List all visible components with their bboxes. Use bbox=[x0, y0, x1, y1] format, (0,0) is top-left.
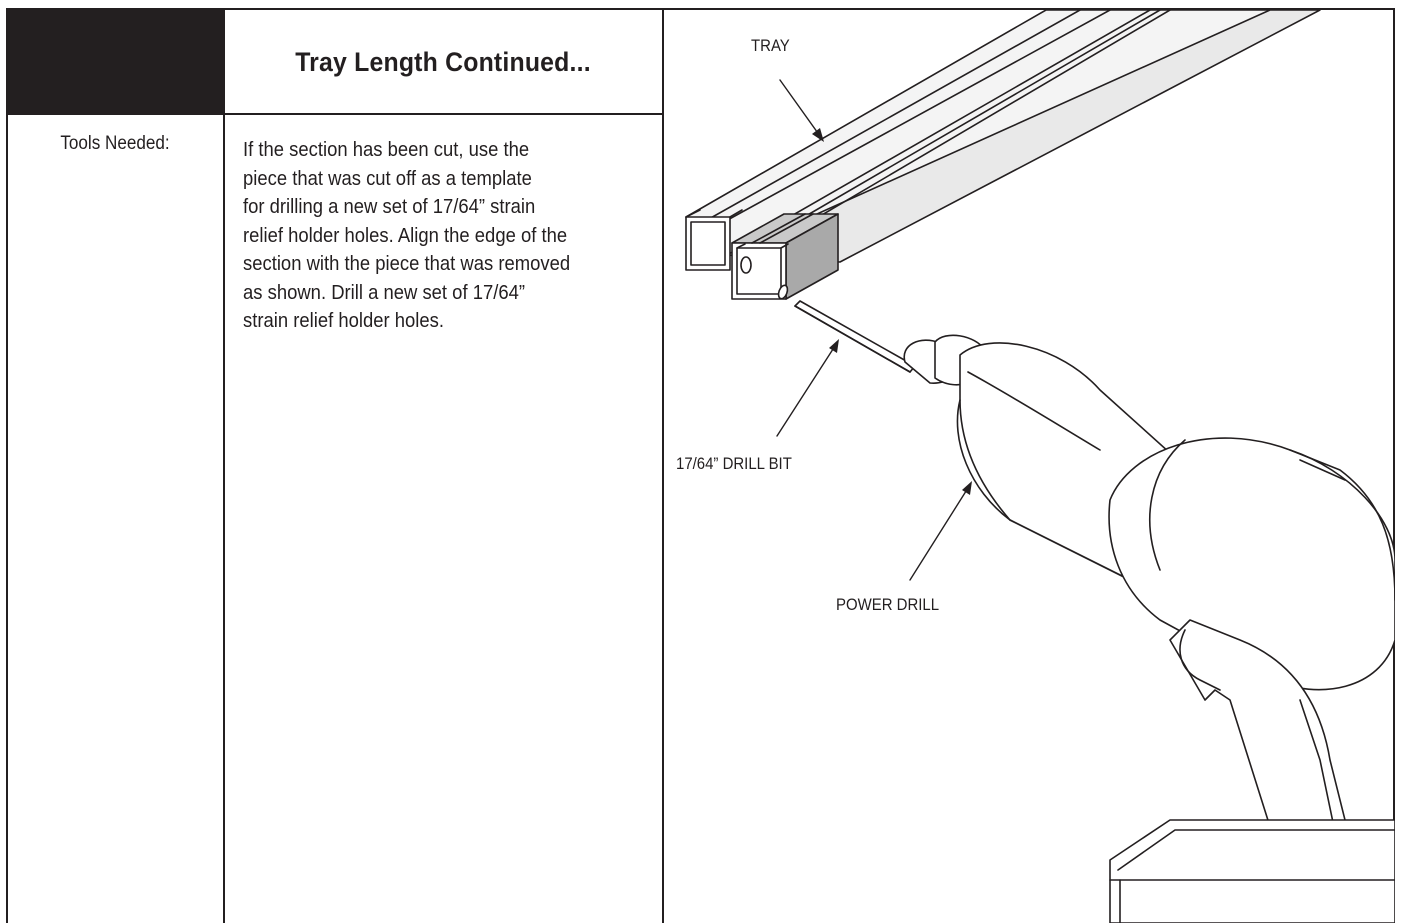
instruction-line: strain relief holder holes. bbox=[243, 309, 445, 332]
drilling-illustration: TRAY 17/64” DRILL BIT POWER DRILL bbox=[664, 10, 1395, 923]
column-divider-2 bbox=[662, 8, 664, 923]
page-title: Tray Length Continued... bbox=[295, 46, 591, 77]
cut-off-piece bbox=[731, 213, 839, 300]
instruction-line: piece that was cut off as a template bbox=[243, 166, 532, 190]
header-divider bbox=[6, 113, 664, 115]
instruction-text: If the section has been cut, use the pie… bbox=[243, 136, 639, 336]
tray bbox=[685, 10, 1321, 271]
instruction-line: for drilling a new set of 17/64” strain bbox=[243, 195, 536, 218]
tools-needed-label: Tools Needed: bbox=[60, 133, 170, 154]
column-divider-1 bbox=[223, 8, 225, 923]
left-border bbox=[6, 8, 8, 923]
top-border bbox=[6, 8, 1395, 10]
drill-bit-callout: 17/64” DRILL BIT bbox=[676, 454, 792, 473]
header-black-block bbox=[6, 10, 224, 114]
callout-leaders bbox=[776, 79, 972, 581]
instruction-line: section with the piece that was removed bbox=[243, 252, 571, 275]
drill-bit bbox=[794, 300, 916, 373]
power-drill bbox=[903, 334, 1395, 923]
power-drill-callout: POWER DRILL bbox=[836, 595, 940, 614]
illustration-svg bbox=[685, 10, 1395, 923]
instruction-line: as shown. Drill a new set of 17/64” bbox=[243, 280, 526, 304]
right-border bbox=[1393, 8, 1395, 923]
tray-callout: TRAY bbox=[751, 36, 790, 55]
instruction-line: relief holder holes. Align the edge of t… bbox=[243, 223, 568, 247]
instruction-line: If the section has been cut, use the bbox=[243, 138, 530, 161]
